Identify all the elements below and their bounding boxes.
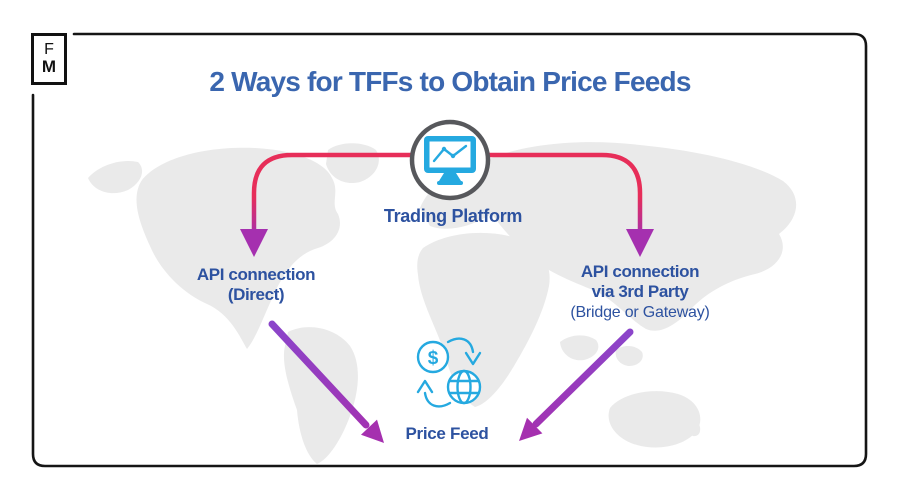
map-greenland (326, 143, 379, 184)
api-third-party-label-line3: (Bridge or Gateway) (570, 304, 710, 321)
api-direct-label-line2: (Direct) (227, 285, 285, 304)
map-north-america (136, 147, 340, 349)
price-feed-label: Price Feed (405, 424, 489, 443)
api-direct-label-line1: API connection (196, 265, 316, 284)
map-alaska (88, 160, 143, 194)
map-australia (608, 391, 701, 448)
fm-logo: F M (31, 33, 67, 85)
monitor-chart-icon (424, 136, 476, 185)
frame-border (31, 32, 868, 468)
api-direct-label: API connection (Direct) (156, 265, 356, 305)
globe-meridian (456, 369, 472, 405)
globe-circle (446, 369, 482, 405)
exchange-arrow-up-head (416, 379, 434, 394)
arrow-thirdparty-to-pricefeed-head (519, 417, 543, 441)
connector-arrows (240, 152, 654, 257)
diagonal-arrows (268, 320, 634, 443)
arrow-to-direct-line (251, 152, 450, 231)
trading-platform-label: Trading Platform (383, 206, 523, 226)
trading-platform-node (409, 119, 491, 201)
api-third-party-label: API connection via 3rd Party (Bridge or … (520, 262, 760, 323)
exchange-arrow-down-head (464, 351, 482, 366)
arrow-to-third-party-line (450, 152, 643, 231)
dollar-symbol: $ (428, 348, 439, 369)
map-island-1 (560, 335, 599, 361)
api-third-party-label-line2: via 3rd Party (591, 282, 689, 301)
map-africa (417, 232, 550, 407)
exchange-arrow-up-curve (423, 391, 452, 408)
arrow-direct-to-pricefeed-head (361, 419, 384, 443)
arrow-to-direct-head (240, 229, 268, 257)
map-island-2 (615, 346, 643, 366)
fm-logo-letter-f: F (44, 40, 54, 58)
page-title: 2 Ways for TFFs to Obtain Price Feeds (209, 66, 691, 97)
currency-exchange-globe-icon: $ (416, 337, 482, 408)
fm-logo-letter-m: M (41, 57, 57, 77)
arrow-thirdparty-to-pricefeed-line (532, 328, 634, 428)
api-third-party-label-line1: API connection (580, 262, 700, 281)
arrow-direct-to-pricefeed-line (268, 320, 370, 429)
map-new-zealand (683, 416, 701, 437)
exchange-arrow-down-curve (446, 337, 475, 354)
dollar-circle (416, 340, 450, 374)
arrow-to-third-party-head (626, 229, 654, 257)
